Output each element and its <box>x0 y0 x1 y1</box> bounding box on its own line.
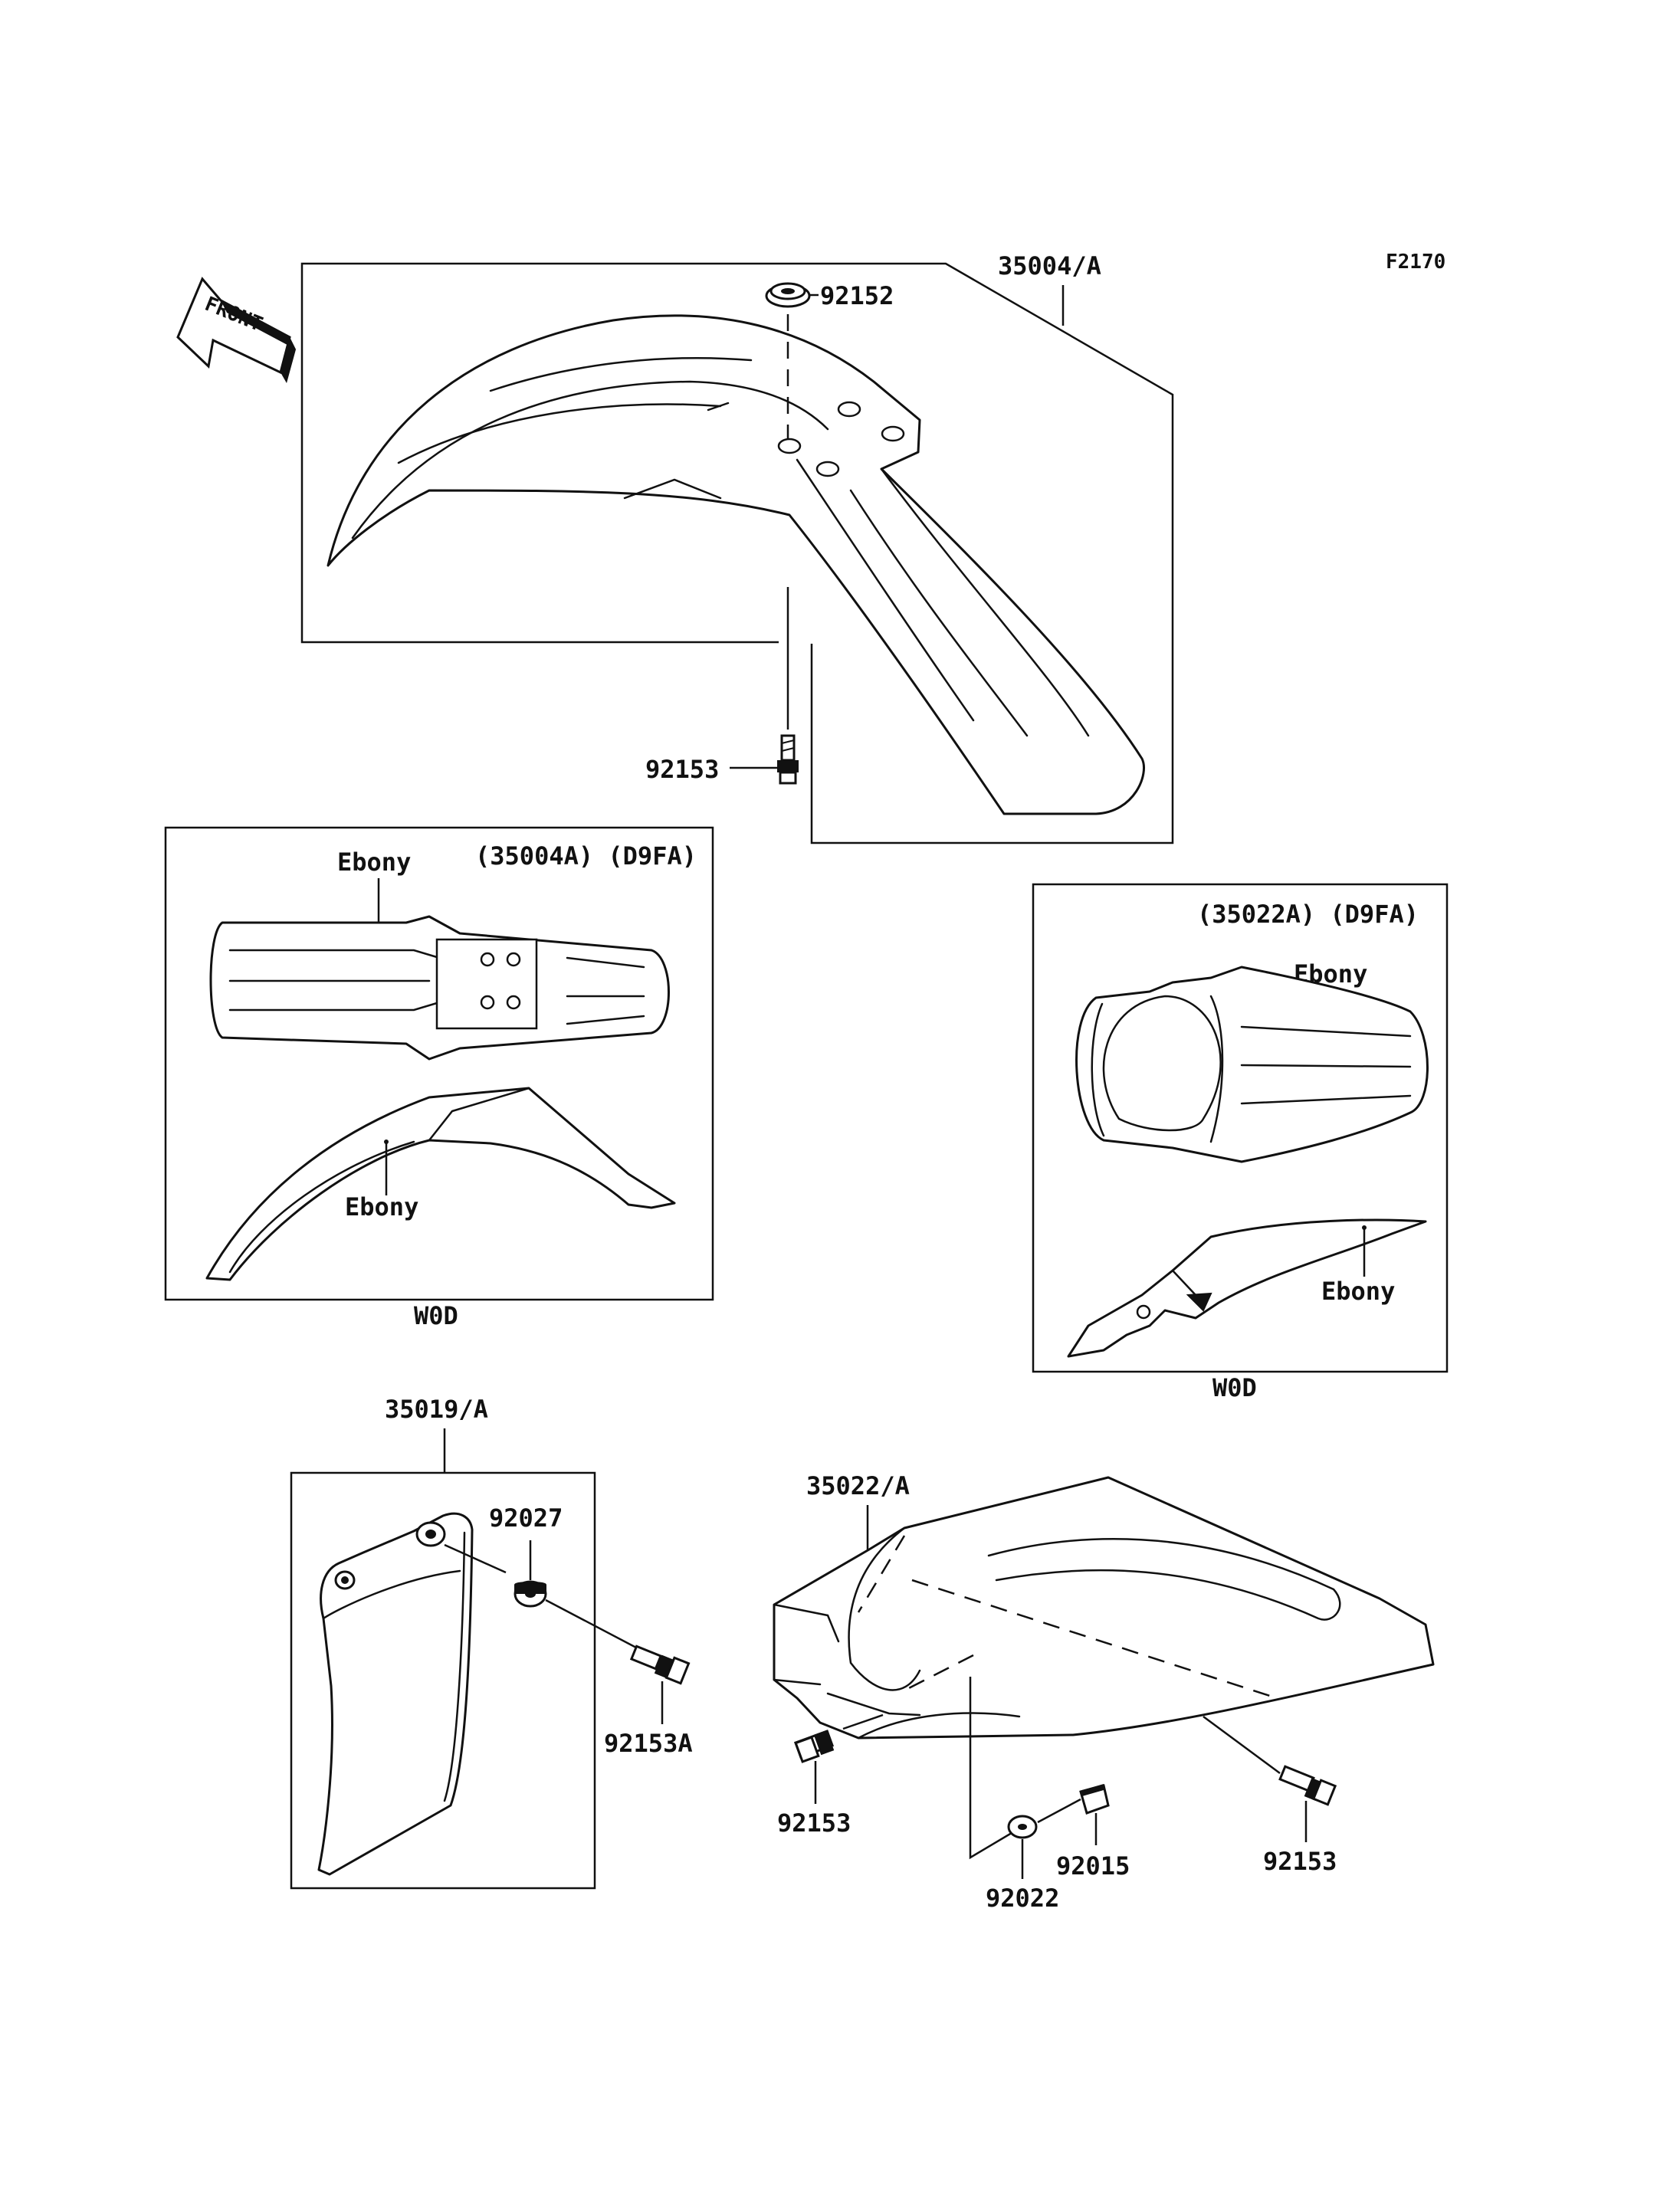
mount-hole <box>815 461 840 477</box>
rear-variant-model: W0D <box>1212 1373 1257 1402</box>
rear-fender-section: 35022/A 92153 92153 <box>773 1471 1435 1913</box>
damper-92027 <box>514 1580 547 1608</box>
figure-code: F2170 <box>1386 251 1445 274</box>
label-35022: 35022/A <box>806 1471 910 1500</box>
label-92153A: 92153A <box>604 1729 693 1758</box>
mount-hole <box>777 438 802 454</box>
mount-hole <box>881 425 905 442</box>
front-variant-code: (35004A) (D9FA) <box>475 841 697 871</box>
label-92152: 92152 <box>820 281 894 310</box>
side-cover <box>317 1512 474 1876</box>
grommet-92152 <box>765 282 811 308</box>
label-92027: 92027 <box>489 1503 563 1533</box>
bolt-92153-rear-right <box>1278 1765 1337 1806</box>
label-92022: 92022 <box>986 1884 1059 1913</box>
rear-fender <box>773 1476 1435 1740</box>
front-direction-arrow-icon: FRONT <box>176 277 296 383</box>
label-35004: 35004/A <box>998 251 1101 280</box>
bolt-92153-rear-left <box>793 1730 835 1763</box>
front-fender-section: 92152 92153 35004/A <box>300 251 1174 844</box>
rear-fender-side-view <box>1067 1218 1427 1358</box>
front-fender-frame <box>300 262 1174 844</box>
rear-variant-code: (35022A) (D9FA) <box>1197 900 1419 929</box>
rear-fender-variant-box: (35022A) (D9FA) Ebony Ebony W0D <box>1032 883 1449 1402</box>
washer-92022 <box>1007 1815 1038 1839</box>
side-cover-section: 35019/A 92027 92153A <box>290 1395 693 1890</box>
rear-variant-frame <box>1032 883 1449 1373</box>
bolt-92153A <box>629 1644 691 1685</box>
front-variant-frame <box>164 826 714 1301</box>
front-variant-color-side: Ebony <box>345 1192 418 1221</box>
front-variant-color-top: Ebony <box>337 848 411 877</box>
front-fender-variant-box: (35004A) (D9FA) Ebony Ebony W0D <box>164 826 714 1330</box>
label-92153-front: 92153 <box>645 755 719 784</box>
bolt-92153-front <box>777 734 799 785</box>
label-35019: 35019/A <box>385 1395 488 1424</box>
rear-variant-color-side: Ebony <box>1321 1277 1395 1306</box>
mount-hole <box>837 401 861 418</box>
front-variant-model: W0D <box>414 1301 458 1330</box>
side-cover-frame <box>290 1471 596 1890</box>
label-92015: 92015 <box>1056 1851 1130 1881</box>
label-92153-rear-right: 92153 <box>1263 1847 1337 1876</box>
label-92153-rear-left: 92153 <box>777 1808 851 1838</box>
front-fender <box>326 314 1145 815</box>
front-fender-side-view <box>205 1087 676 1281</box>
nut-92015 <box>1079 1784 1110 1815</box>
